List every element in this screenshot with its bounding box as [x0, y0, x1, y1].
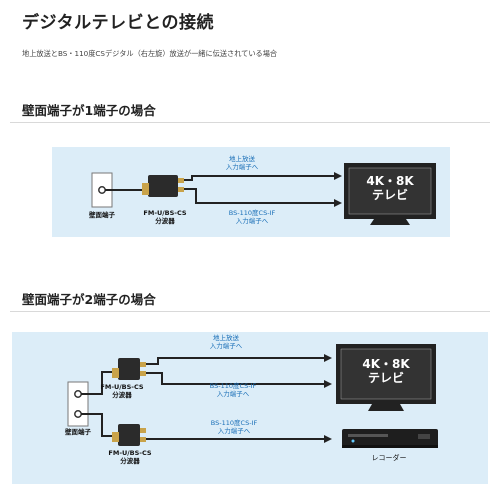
- splitter-icon: [112, 424, 146, 446]
- s2-splitter1-label: FM-U/BS-CS 分波器: [100, 383, 144, 400]
- s2-label-bottom: BS-110度CS-IF 入力端子へ: [210, 419, 258, 436]
- section1-heading: 壁面端子が1端子の場合: [22, 103, 156, 118]
- section1-diagram-svg: [91, 163, 436, 225]
- section2-divider: [10, 311, 490, 312]
- s2-splitter2-label: FM-U/BS-CS 分波器: [108, 449, 152, 466]
- tv-icon: [344, 163, 436, 225]
- section2-diagram-svg: [67, 344, 438, 448]
- section1-divider: [10, 122, 490, 123]
- splitter-icon: [142, 175, 184, 197]
- tv-icon: [336, 344, 436, 411]
- section2-diagram: 地上放送 入力端子へ BS-110度CS-IF 入力端子へ BS-110度CS-…: [12, 332, 488, 484]
- page-title: デジタルテレビとの接続: [22, 13, 214, 33]
- s1-tv-label: 4K・8K テレビ: [366, 174, 414, 203]
- s2-recorder-label: レコーダー: [371, 454, 407, 462]
- s2-wall-label: 壁面端子: [65, 428, 91, 436]
- s1-splitter-label: FM-U/BS-CS 分波器: [143, 209, 187, 226]
- s2-label-mid: BS-110度CS-IF 入力端子へ: [209, 382, 257, 399]
- splitter-icon: [112, 358, 146, 380]
- s1-wall-label: 壁面端子: [89, 211, 115, 219]
- section2-heading: 壁面端子が2端子の場合: [22, 292, 156, 307]
- section1-diagram: 地上放送 入力端子へ BS-110度CS-IF 入力端子へ 壁面端子 FM-U/…: [52, 147, 450, 237]
- s2-label-top: 地上放送 入力端子へ: [209, 334, 243, 351]
- recorder-icon: [342, 429, 438, 448]
- s1-label-top: 地上放送 入力端子へ: [225, 155, 259, 172]
- wall-outlet-icon: [67, 381, 89, 427]
- s1-label-bottom: BS-110度CS-IF 入力端子へ: [228, 209, 276, 226]
- s2-tv-label: 4K・8K テレビ: [362, 357, 410, 386]
- page-subtitle: 地上放送とBS・110度CSデジタル（右左旋）放送が一緒に伝送されている場合: [22, 49, 278, 58]
